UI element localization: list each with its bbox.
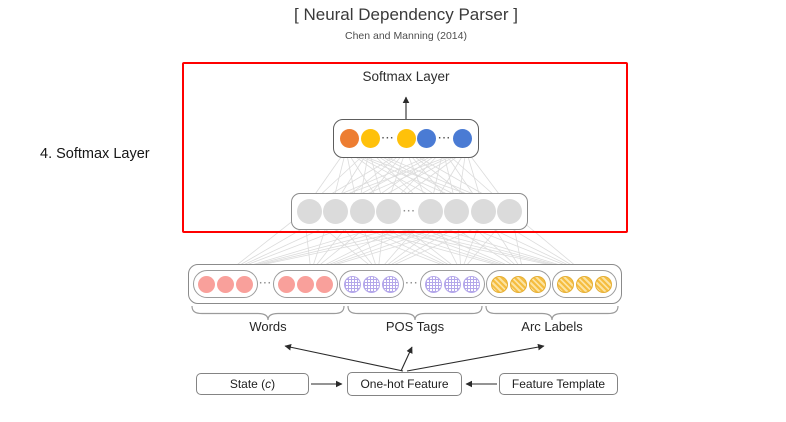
hidden-unit: [349, 199, 375, 224]
arc-labels-pill: [485, 270, 551, 298]
blue-unit: [453, 129, 473, 148]
words-unit: [217, 275, 235, 293]
yellow-unit: [396, 129, 416, 148]
arc-labels-unit: [594, 275, 612, 293]
arc-labels-brace: [485, 305, 619, 321]
arc-labels-unit: [490, 275, 508, 293]
blue-unit: [417, 129, 437, 148]
pos-tags-unit: [462, 275, 480, 293]
ellipsis: ···: [438, 132, 452, 144]
words-label: Words: [249, 319, 287, 334]
state-var: c: [265, 377, 272, 391]
pos-tags-unit: [424, 275, 442, 293]
pos-tags-pill: [339, 270, 405, 298]
words-pill: [193, 270, 259, 298]
diagram-subtitle: Chen and Manning (2014): [344, 30, 467, 42]
onehot-feature-box: One-hot Feature: [347, 372, 462, 396]
hidden-unit: [417, 199, 443, 224]
arc-labels-unit: [528, 275, 546, 293]
softmax-layer-label: Softmax Layer: [362, 69, 450, 84]
pos-tags-unit: [382, 275, 400, 293]
softmax-box: ··· ···: [333, 119, 479, 158]
feature-template-box: Feature Template: [499, 373, 618, 395]
ellipsis: ···: [405, 278, 419, 289]
hidden-unit: [444, 199, 470, 224]
state-box-close: ): [271, 377, 276, 391]
hidden-unit: [470, 199, 496, 224]
hidden-unit: [296, 199, 322, 224]
words-unit: [297, 275, 315, 293]
ellipsis: ···: [381, 132, 395, 144]
onehot-to-arc-arrow: [406, 343, 545, 372]
hidden-unit: [376, 199, 402, 224]
pos-tags-unit: [443, 275, 461, 293]
onehot-to-words-arrow: [284, 344, 404, 372]
words-unit: [236, 275, 254, 293]
arc-labels-unit: [509, 275, 527, 293]
ellipsis: ···: [402, 205, 416, 217]
arc-labels-unit: [556, 275, 574, 293]
words-unit: [198, 275, 216, 293]
arc-labels-unit: [575, 275, 593, 293]
arc-labels-pill: [551, 270, 617, 298]
words-pill: [273, 270, 339, 298]
pos-tags-label: POS Tags: [385, 319, 445, 334]
pos-tags-unit: [363, 275, 381, 293]
pos-tags-pill: [419, 270, 485, 298]
state-box: State (c): [196, 373, 309, 395]
pos-tags-brace: [347, 305, 483, 321]
words-unit: [316, 275, 334, 293]
words-brace: [191, 305, 345, 321]
ellipsis: ···: [259, 278, 273, 289]
input-box: ··· ···: [188, 264, 622, 304]
state-box-text: State (: [229, 377, 266, 391]
step-label: 4. Softmax Layer: [40, 146, 150, 162]
diagram-title: [ Neural Dependency Parser ]: [294, 5, 518, 24]
yellow-unit: [360, 129, 380, 148]
arc-labels-label: Arc Labels: [521, 319, 583, 334]
hidden-box: ···: [291, 193, 528, 230]
hidden-unit: [323, 199, 349, 224]
pos-tags-unit: [344, 275, 362, 293]
orange-unit: [339, 129, 359, 148]
onehot-to-pos-arrow: [400, 346, 413, 372]
words-unit: [278, 275, 296, 293]
hidden-unit: [497, 199, 523, 224]
